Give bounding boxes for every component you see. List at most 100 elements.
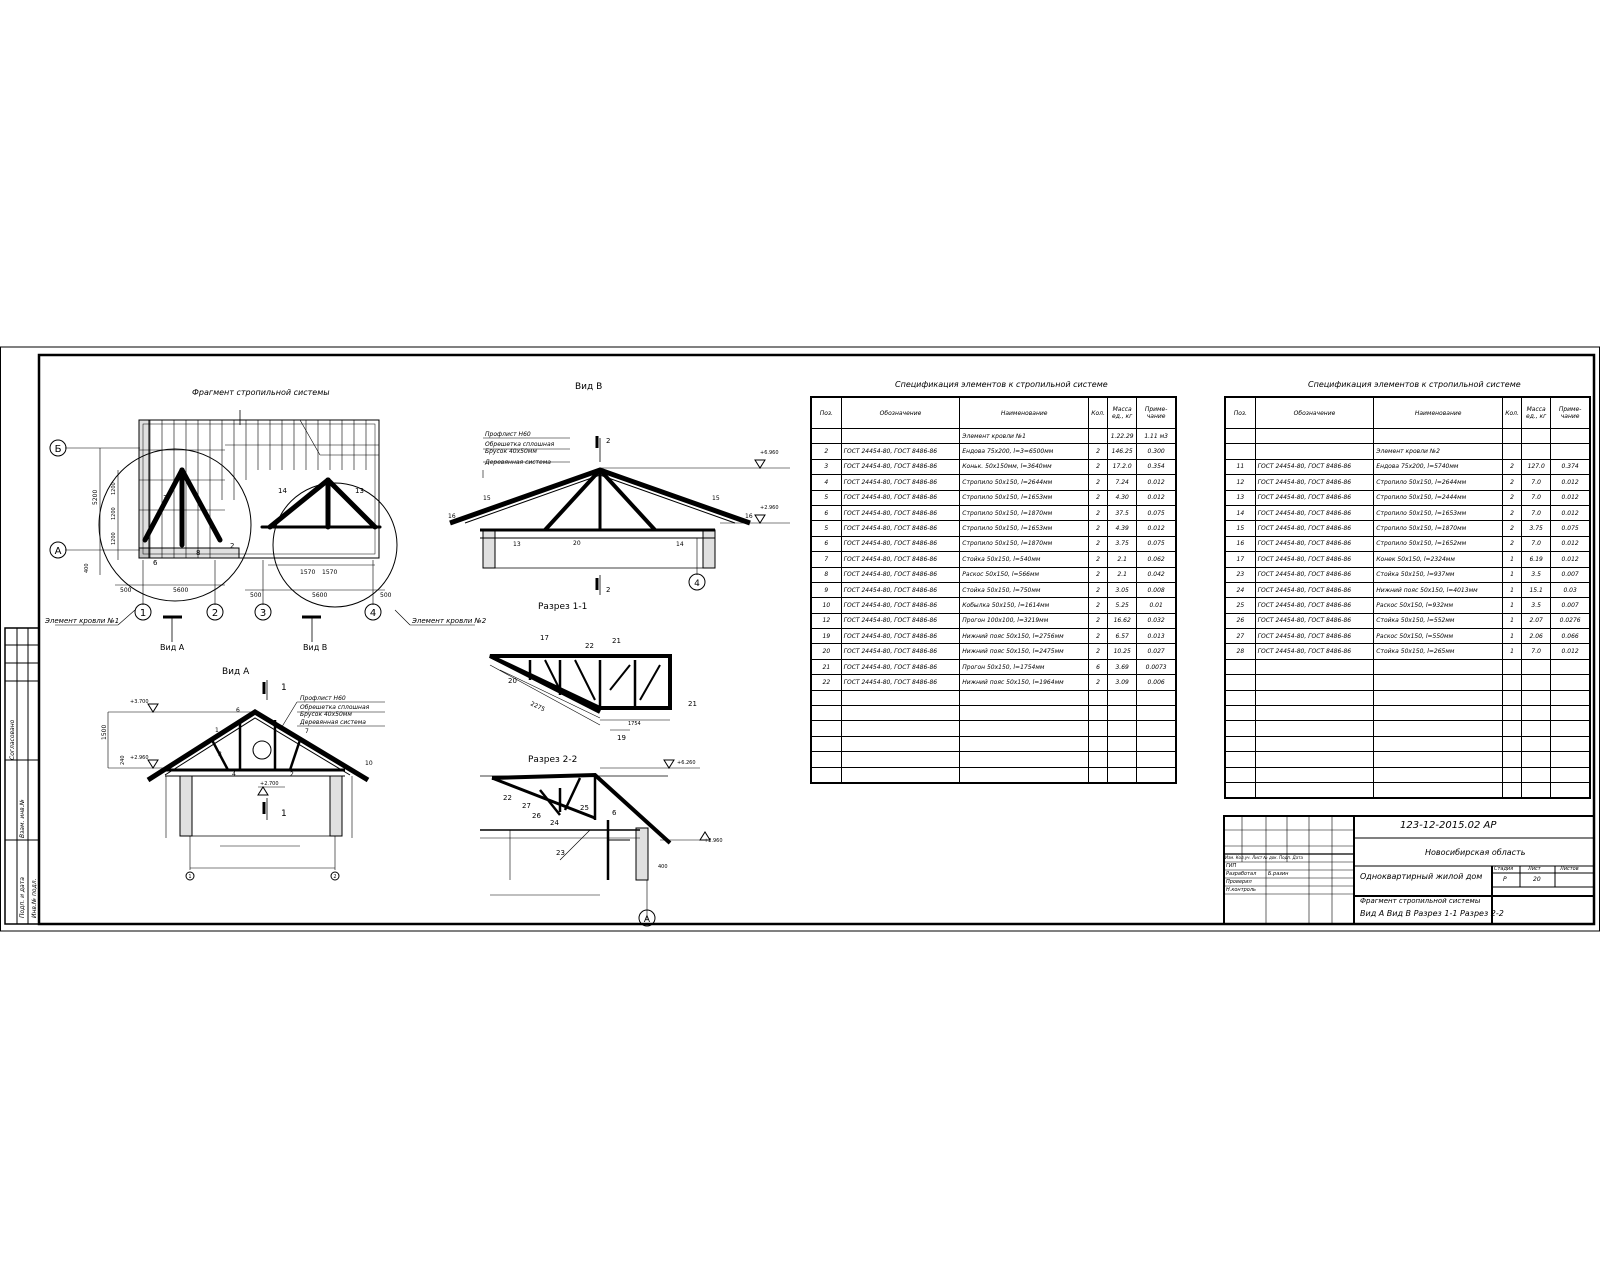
table-cell: Стропило 50х150, l=1652мм: [1373, 535, 1503, 552]
view-v-title: Вид В: [575, 382, 602, 392]
section-22-dim: 400: [658, 864, 668, 870]
table-cell: 0.012: [1550, 535, 1591, 552]
table-cell: [1550, 735, 1591, 752]
view-a-pos: 1: [215, 727, 219, 734]
table-cell: 2: [1501, 520, 1523, 537]
table-cell: Нижний пояс 50х150, l=4013мм: [1373, 581, 1503, 598]
table-cell: Стропило 50х150, l=1653мм: [1373, 504, 1503, 521]
table-cell: 10: [810, 597, 842, 614]
table-cell: Стропило 50х150, l=2444мм: [1373, 489, 1503, 506]
table-cell: ГОСТ 24454-80, ГОСТ 8486-86: [1254, 643, 1375, 660]
table-cell: [840, 705, 961, 721]
table-cell: [1087, 766, 1109, 783]
table-cell: 2: [1087, 474, 1109, 491]
table-cell: 6.57: [1107, 628, 1138, 644]
table-cell: 16.62: [1107, 612, 1138, 629]
view-a-level: +2.960: [130, 755, 149, 761]
table-cell: Стропило 50х150, l=2644мм: [1373, 474, 1503, 491]
view-a-pos: 2: [290, 771, 294, 778]
table-cell: 0.007: [1550, 597, 1591, 614]
table-cell: [1087, 427, 1109, 444]
stamp-sheet-hdr: Лист: [1528, 866, 1541, 872]
axis-label-4: 4: [370, 608, 376, 619]
table-row-empty: [810, 720, 1177, 737]
table-cell: ГОСТ 24454-80, ГОСТ 8486-86: [1254, 566, 1375, 583]
table-cell: ГОСТ 24454-80, ГОСТ 8486-86: [840, 581, 961, 598]
table-row-empty: [810, 766, 1177, 783]
plan-dim: 500: [380, 592, 392, 599]
stamp-code: 123-12-2015.02 АР: [1400, 820, 1497, 831]
view-v-leader: Профлист Н60: [485, 431, 531, 438]
table-cell: 1: [1501, 581, 1523, 598]
table-cell: [1521, 735, 1552, 752]
plan-dim: 400: [84, 563, 90, 573]
view-a-level: +2.700: [260, 781, 279, 787]
sidebar-stamp: [4, 627, 40, 925]
plan-title: Фрагмент стропильной системы: [192, 388, 330, 397]
table-cell: 2.07: [1521, 612, 1552, 629]
table-cell: [1501, 427, 1523, 444]
table-cell: [1501, 781, 1523, 799]
table-cell: [1224, 705, 1256, 721]
table-cell: 24: [1224, 581, 1256, 598]
table-cell: 0.012: [1136, 474, 1177, 491]
plan-dim: 1200: [111, 507, 117, 520]
table-cell: [810, 689, 842, 706]
table-row-empty: [1224, 720, 1591, 737]
view-v-pos: 16: [448, 513, 456, 520]
plan-pos: 14: [278, 487, 287, 495]
table-cell: [1550, 674, 1591, 691]
section-11-title: Разрез 1-1: [538, 602, 587, 612]
table-cell: 0.012: [1550, 551, 1591, 568]
table-cell: [1373, 674, 1503, 691]
view-a-pos: 4: [232, 771, 236, 778]
table-cell: [1224, 781, 1256, 799]
table-cell: 5.25: [1107, 597, 1138, 614]
table-cell: 9: [810, 581, 842, 598]
view-v-cut-mark: 2: [606, 586, 610, 594]
table-cell: 2: [1087, 566, 1109, 583]
table-cell: ГОСТ 24454-80, ГОСТ 8486-86: [840, 443, 961, 460]
view-a-leader: Профлист Н60: [300, 695, 346, 702]
table-cell: [1521, 427, 1552, 444]
spec-right-title: Спецификация элементов к стропильной сис…: [1308, 380, 1521, 389]
table-cell: [1521, 674, 1552, 691]
stamp-sheet-title-2: Вид А Вид В Разрез 1-1 Разрез 2-2: [1360, 909, 1504, 918]
table-cell: Стропило 50х150, l=1870мм: [1373, 520, 1503, 537]
view-a: Вид А: [101, 667, 385, 881]
table-cell: 3.5: [1521, 566, 1552, 583]
col-header: Обозначение: [840, 396, 961, 429]
table-cell: [840, 735, 961, 752]
view-v-pos: 14: [676, 541, 684, 548]
section-22-pos: 27: [522, 802, 531, 810]
plan-pos: 3: [163, 494, 167, 502]
plan-pos: 8: [196, 549, 200, 557]
table-cell: 1.11 м3: [1136, 427, 1177, 444]
table-cell: 28: [1224, 643, 1256, 660]
table-cell: [1107, 689, 1138, 706]
col-header: Приме-чание: [1550, 396, 1591, 429]
table-cell: ГОСТ 24454-80, ГОСТ 8486-86: [840, 674, 961, 691]
col-header: Приме-чание: [1136, 396, 1177, 429]
table-cell: Нижний пояс 50х150, l=2756мм: [959, 628, 1089, 644]
table-cell: Стойка 50х150, l=265мм: [1373, 643, 1503, 660]
table-cell: 37.5: [1107, 504, 1138, 521]
view-v-level-top: +6.960: [760, 450, 779, 456]
table-cell: [1254, 689, 1375, 706]
table-row-empty: [1224, 735, 1591, 752]
sidebar-text-4: Инв.№ подл.: [31, 878, 38, 918]
table-cell: [1254, 766, 1375, 783]
table-cell: [1224, 766, 1256, 783]
table-cell: 17.2.0: [1107, 458, 1138, 475]
table-cell: 2: [1087, 581, 1109, 598]
plan-pos: 6: [153, 559, 158, 567]
stamp-stage-hdr: Стадия: [1494, 866, 1514, 872]
table-cell: [1373, 781, 1503, 799]
table-cell: 0.075: [1136, 504, 1177, 521]
table-cell: [1521, 443, 1552, 460]
view-a-title: Вид А: [222, 667, 250, 677]
table-cell: [1224, 674, 1256, 691]
table-cell: Конек 50х150, l=2324мм: [1373, 551, 1503, 568]
